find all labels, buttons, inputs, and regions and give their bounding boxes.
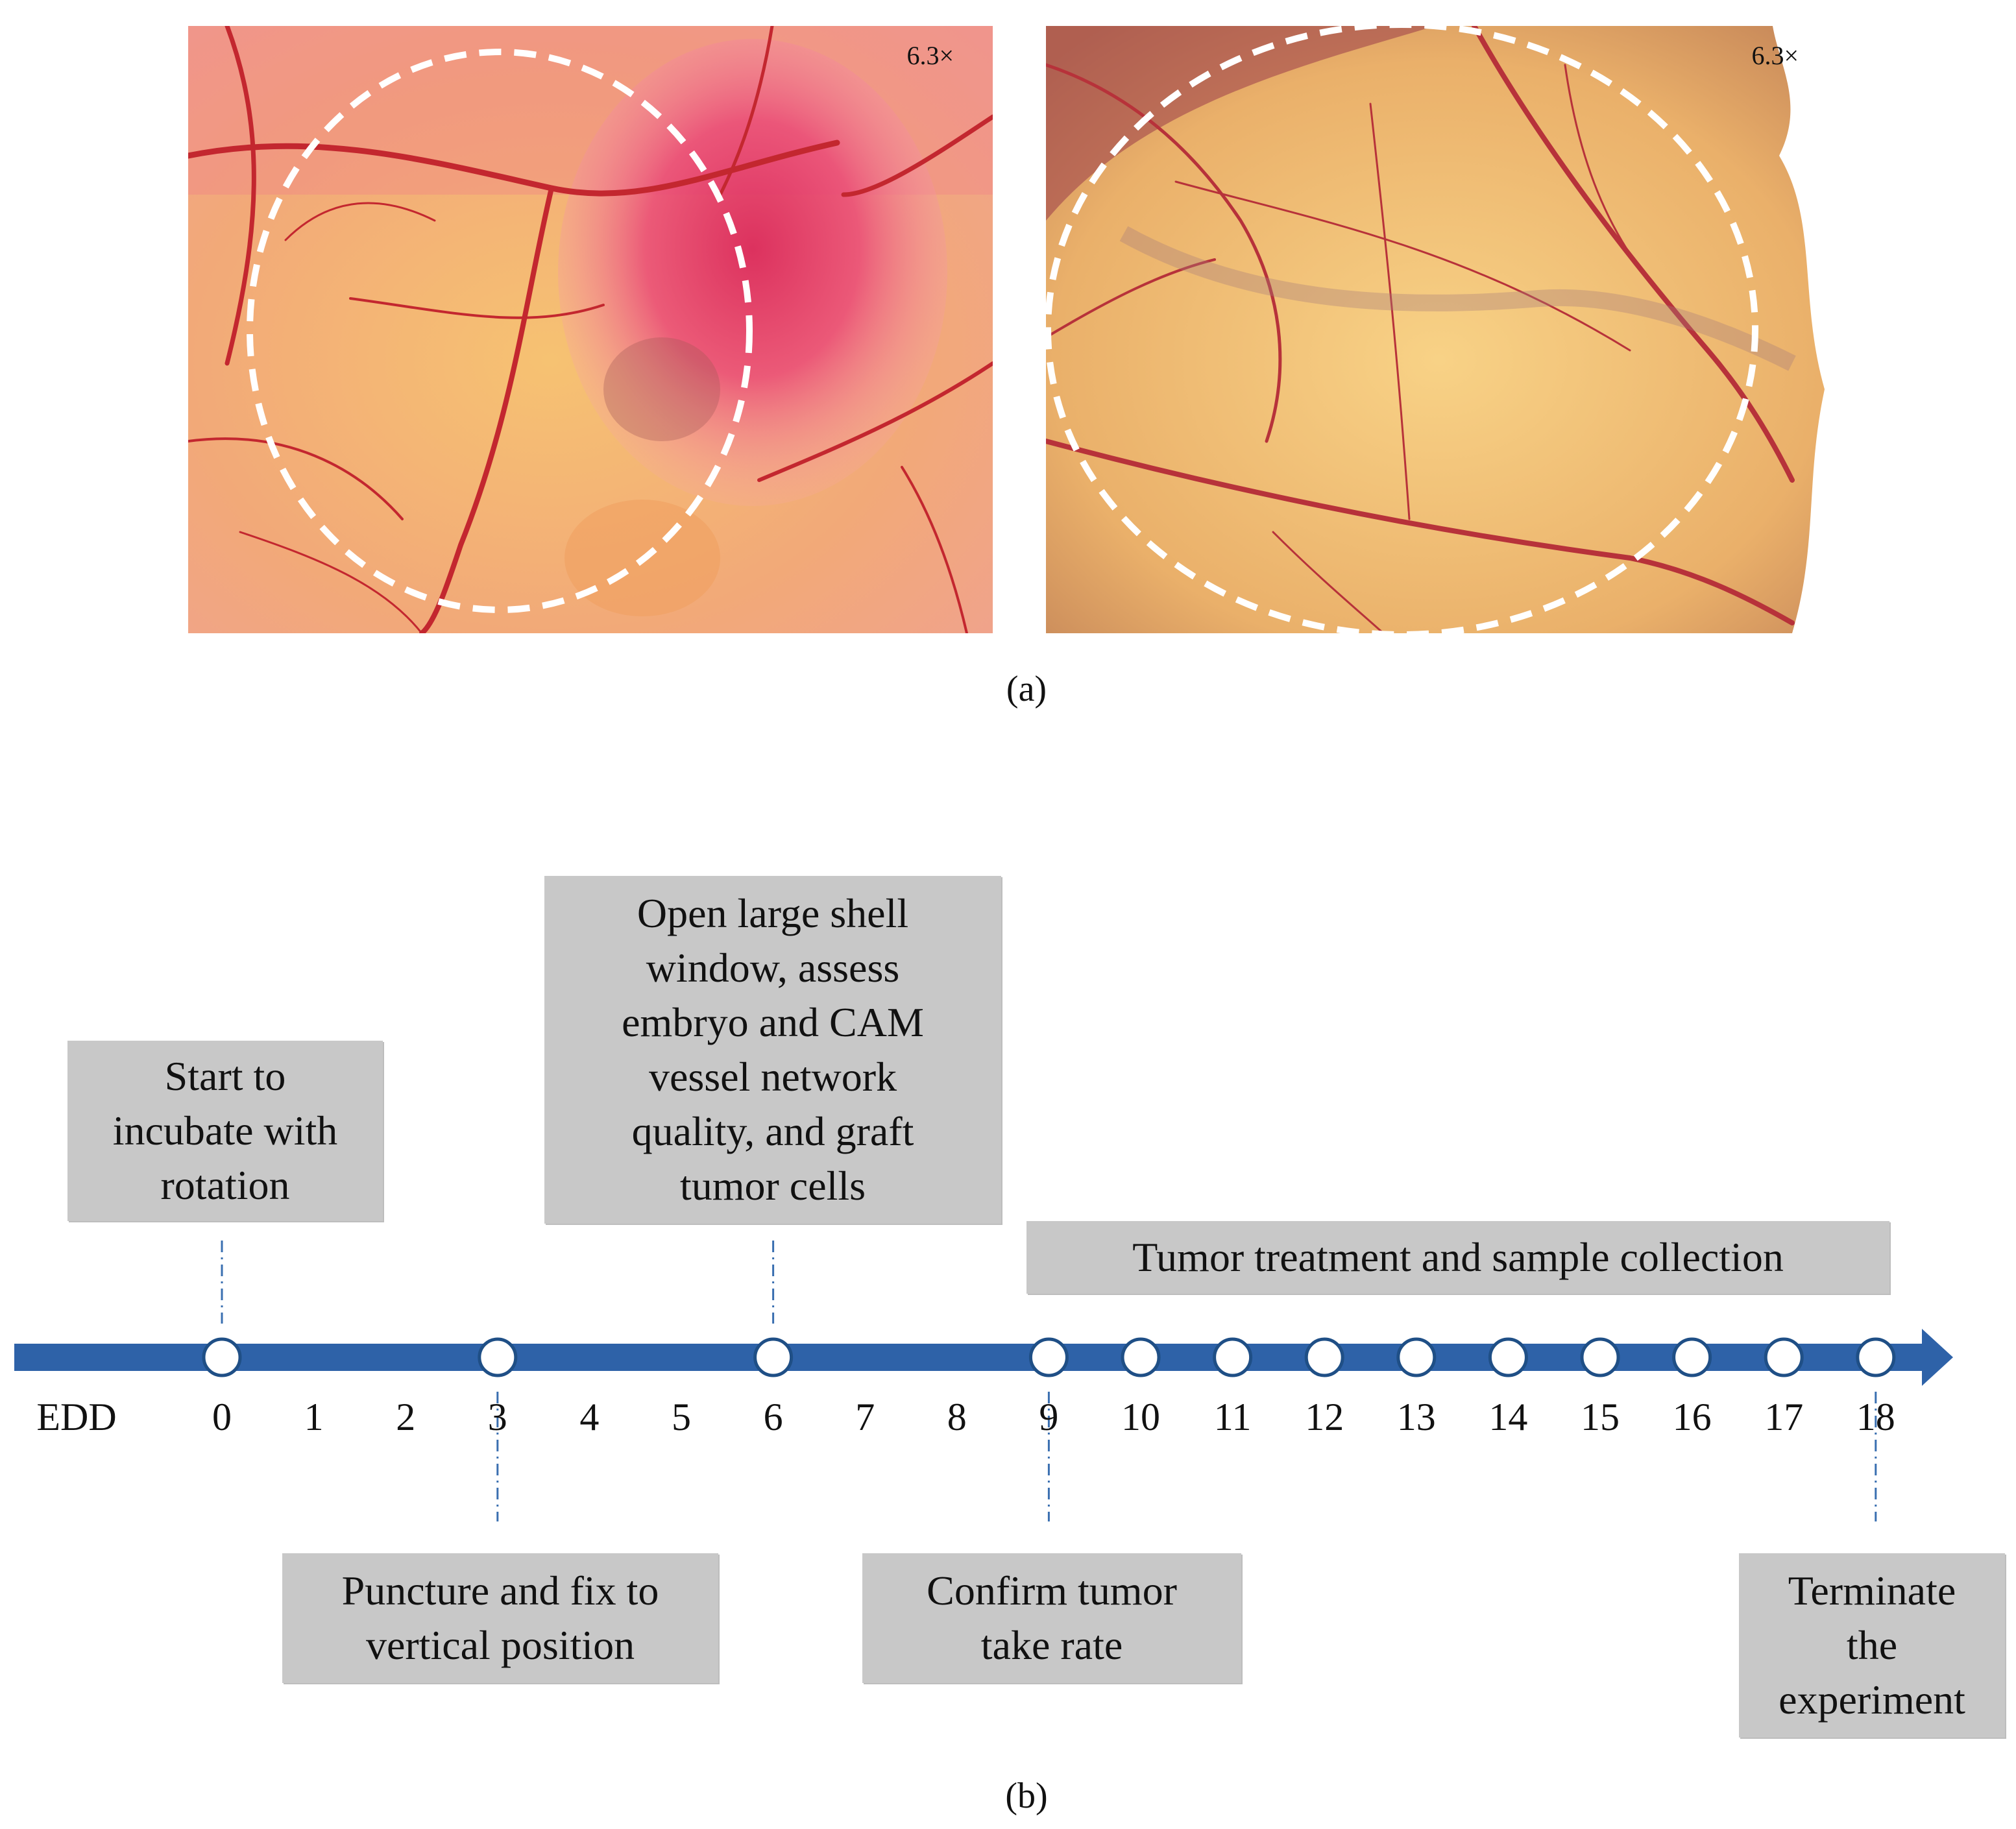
day-tick-label-12: 12	[1305, 1396, 1344, 1438]
day-marker-15	[1580, 1337, 1620, 1377]
day-tick-label-11: 11	[1213, 1396, 1252, 1438]
day-tick-label-16: 16	[1672, 1396, 1712, 1438]
panel-b-label: (b)	[1005, 1776, 1048, 1816]
day-tick-label-15: 15	[1581, 1396, 1620, 1438]
day-tick-label-10: 10	[1121, 1396, 1160, 1438]
panel-a-label: (a)	[1006, 669, 1047, 709]
day-tick-label-1: 1	[304, 1396, 324, 1438]
day-marker-12	[1304, 1337, 1344, 1377]
day-marker-16	[1672, 1337, 1712, 1377]
cam-photo-right-image	[1046, 26, 1831, 633]
day-marker-18	[1856, 1337, 1896, 1377]
day-marker-17	[1764, 1337, 1804, 1377]
day-marker-13	[1396, 1337, 1437, 1377]
day-marker-9	[1028, 1337, 1069, 1377]
magnification-label-right: 6.3×	[1751, 41, 1799, 70]
day-tick-label-0: 0	[212, 1396, 232, 1438]
magnification-label-left: 6.3×	[906, 41, 954, 70]
day-marker-0	[202, 1337, 242, 1377]
timeline-arrowhead	[1922, 1329, 1953, 1386]
event-box-day-3: Puncture and fix to vertical position	[282, 1553, 718, 1683]
day-tick-label-8: 8	[947, 1396, 967, 1438]
timeline-axis-label: EDD	[36, 1396, 117, 1438]
cam-photo-right: 6.3×	[1046, 26, 1831, 633]
day-tick-label-6: 6	[763, 1396, 783, 1438]
day-tick-label-5: 5	[672, 1396, 691, 1438]
day-tick-label-13: 13	[1396, 1396, 1436, 1438]
event-box-day-0: Start to incubate with rotation	[67, 1041, 383, 1221]
day-tick-label-18: 18	[1856, 1396, 1895, 1438]
day-tick-label-17: 17	[1764, 1396, 1804, 1438]
day-tick-label-14: 14	[1488, 1396, 1528, 1438]
event-box-day-18: Terminate the experiment	[1739, 1553, 2005, 1738]
day-tick-label-7: 7	[855, 1396, 875, 1438]
event-box-treatment-period: Tumor treatment and sample collection	[1026, 1221, 1889, 1294]
day-marker-11	[1213, 1337, 1253, 1377]
day-marker-6	[753, 1337, 794, 1377]
day-marker-14	[1488, 1337, 1528, 1377]
day-tick-label-4: 4	[579, 1396, 600, 1438]
day-marker-10	[1121, 1337, 1161, 1377]
event-box-day-6: Open large shell window, assess embryo a…	[544, 876, 1001, 1224]
day-tick-label-3: 3	[487, 1396, 507, 1438]
cam-photo-left: 6.3×	[188, 26, 993, 633]
day-tick-label-9: 9	[1039, 1396, 1059, 1438]
event-box-day-9: Confirm tumor take rate	[862, 1553, 1241, 1683]
day-marker-3	[478, 1337, 518, 1377]
day-tick-label-2: 2	[396, 1396, 416, 1438]
cam-photo-left-image	[188, 26, 993, 633]
timeline-axis-bar	[14, 1344, 1928, 1371]
